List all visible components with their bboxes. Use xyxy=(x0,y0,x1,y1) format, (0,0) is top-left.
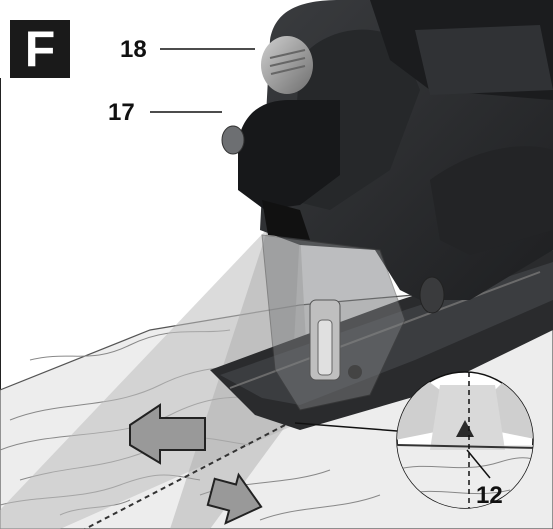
side-knob xyxy=(221,125,245,155)
left-arrow-icon xyxy=(129,403,206,465)
speed-dial xyxy=(261,36,313,94)
panel-badge: F xyxy=(10,20,70,78)
speed-dial-ribs xyxy=(269,49,306,75)
callout-18: 18 xyxy=(120,36,147,63)
cut-line xyxy=(84,424,286,529)
leader-mag xyxy=(294,422,411,433)
magnifier xyxy=(396,371,534,509)
blade-guard xyxy=(261,234,445,411)
jigsaw-body xyxy=(238,0,553,300)
down-right-arrow-icon xyxy=(206,472,263,525)
light-cone xyxy=(0,228,310,529)
callout-12: 12 xyxy=(476,482,503,509)
callout-17: 17 xyxy=(108,99,135,126)
